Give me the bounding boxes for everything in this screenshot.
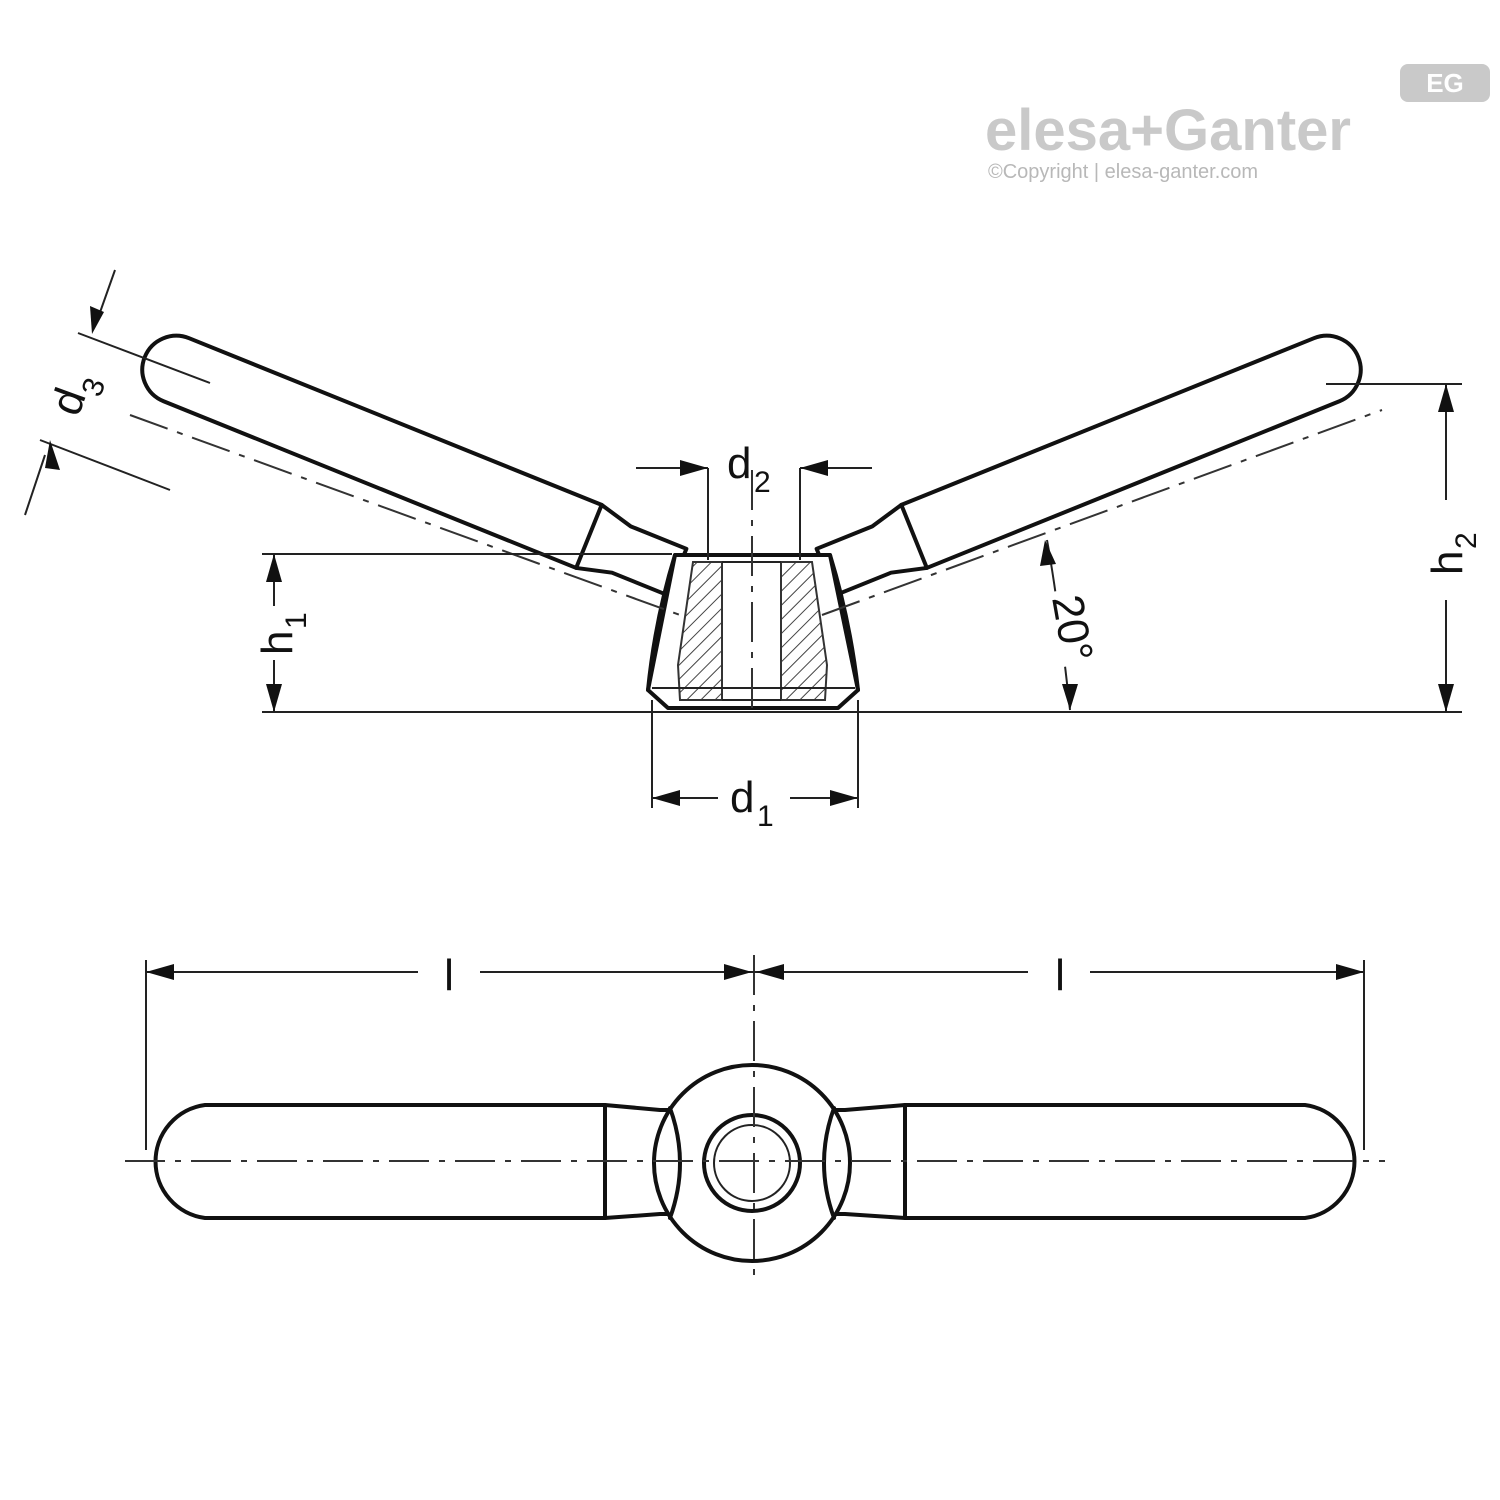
side-view: d 2 d 1 h 1 [24,269,1483,833]
dimension-angle: 20° [1040,539,1102,711]
label-d1: d [730,773,754,822]
label-h1-sub: 1 [280,612,313,629]
logo-copyright: ©Copyright | elesa-ganter.com [988,161,1258,183]
label-l-right: l [1055,951,1065,1000]
hub-top [652,1063,852,1263]
logo-wordmark: elesa+Ganter [985,98,1351,163]
label-d1-sub: 1 [757,800,774,833]
label-h1: h [253,631,302,655]
dimension-h2: h 2 [1326,383,1483,712]
right-arm-side [814,333,1363,598]
top-view: l l [125,951,1385,1285]
logo-badge [1400,64,1490,102]
label-h2: h [1423,551,1472,575]
label-h2-sub: 2 [1450,532,1483,549]
dimension-l: l l [145,951,1365,1150]
left-arm-side [140,333,689,598]
dimension-d1: d 1 [651,700,859,833]
dimension-d2: d 2 [636,439,872,560]
bore-inner [713,1124,791,1202]
label-l-left: l [444,951,454,1000]
label-d2: d [727,439,751,488]
label-d2-sub: 2 [754,466,771,499]
brand-logo: EG elesa+Ganter ©Copyright | elesa-gante… [985,64,1490,183]
dimension-h1: h 1 [253,553,672,712]
logo-badge-text: EG [1426,68,1464,98]
bore-outer [702,1113,802,1213]
arm-axis-right [821,409,1383,616]
arm-axis-left [129,414,681,616]
label-angle: 20° [1042,591,1102,665]
